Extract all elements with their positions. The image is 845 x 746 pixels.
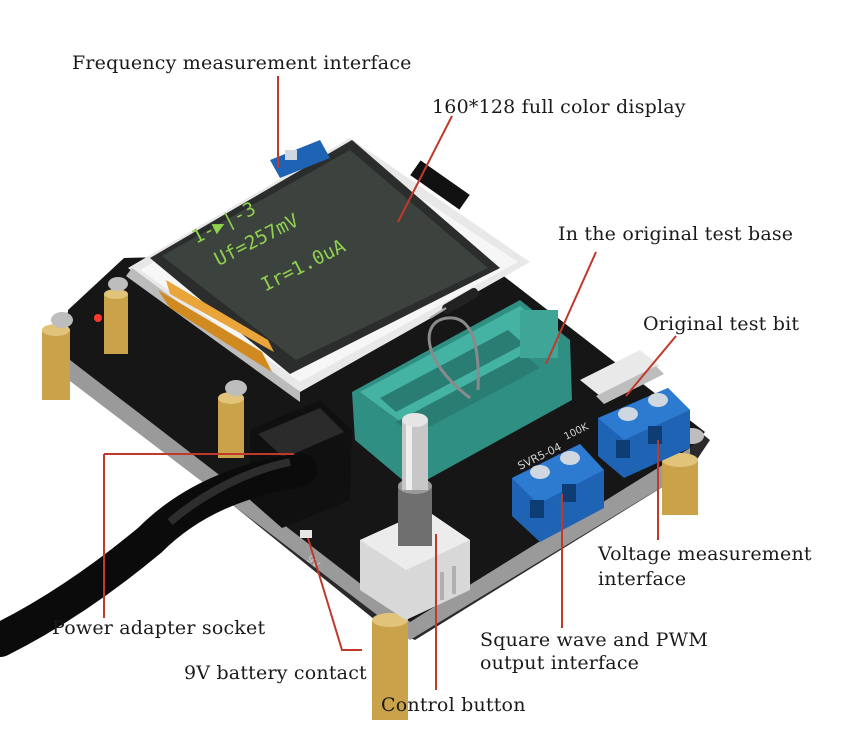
status-led [94,314,102,322]
label-frequency-interface: Frequency measurement interface [72,52,412,74]
leader-display [397,115,453,223]
zif-test-socket [352,288,572,488]
standoff-mid [218,380,247,458]
standoff-rear-left [104,277,128,354]
standoff-right [662,428,704,515]
lcd-display-module [126,138,530,402]
label-test-bit: Original test bit [643,313,800,335]
label-square-line1: Square wave and PWM [480,629,709,651]
label-voltage-line1: Voltage measurement [598,543,812,565]
label-battery-contact: 9V battery contact [184,662,367,684]
leader-power [103,453,294,618]
frequency-terminal [270,140,330,178]
test-bit-pads [580,350,664,404]
label-voltage-line2: interface [598,568,687,590]
label-power-socket: Power adapter socket [52,617,266,639]
voltage-terminal [598,388,690,478]
label-test-base: In the original test base [558,223,794,245]
battery-pad [300,530,312,538]
leader-lines [103,76,677,690]
rotary-encoder [360,413,470,620]
standoff-front [372,600,420,720]
label-square-line2: output interface [480,652,640,674]
standoff-front-left [42,312,73,400]
label-control-button: Control button [381,694,526,716]
power-cable [0,453,317,657]
leader-battery [307,537,362,651]
leader-test-bit [625,335,677,397]
leader-test-base [545,251,597,365]
pwm-terminal [512,444,604,542]
label-display: 160*128 full color display [432,96,686,118]
